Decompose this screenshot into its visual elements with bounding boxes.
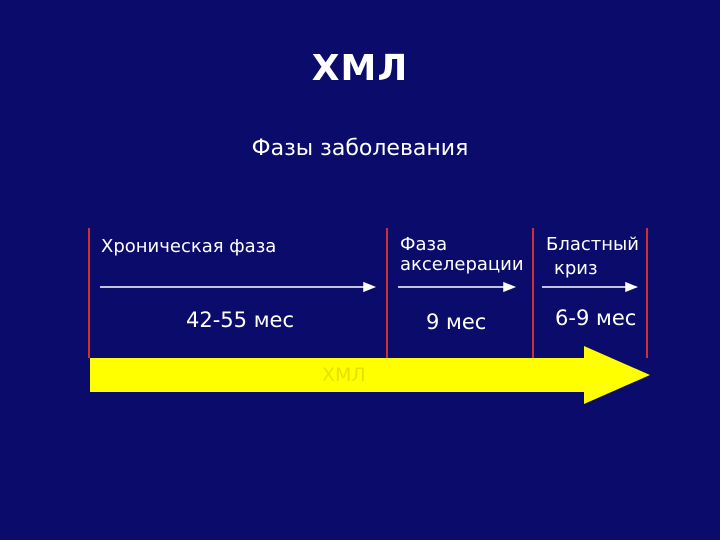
phase-divider-chronic-accel	[386, 228, 388, 358]
phase-divider-end	[646, 228, 648, 358]
phase-acceleration-arrowhead	[503, 281, 517, 293]
phase-blast-arrowhead	[625, 281, 639, 293]
slide-title: ХМЛ	[311, 48, 409, 89]
phase-acceleration-label-line2: акселерации	[400, 254, 524, 275]
phase-chronic-arrowhead	[363, 281, 377, 293]
phase-chronic-label: Хроническая фаза	[101, 236, 277, 257]
phase-divider-start	[88, 228, 90, 358]
disease-main-arrow	[90, 346, 650, 404]
phase-blast-label-line2: криз	[554, 258, 598, 279]
phase-acceleration-label-line1: Фаза	[400, 234, 448, 255]
phase-divider-accel-blast	[532, 228, 534, 358]
disease-main-arrow-label: ХМЛ	[322, 364, 366, 386]
phase-acceleration-duration: 9 мес	[426, 310, 487, 334]
slide-subtitle: Фазы заболевания	[251, 136, 469, 161]
phase-chronic-duration: 42-55 мес	[186, 308, 295, 332]
phase-blast-label-line1: Бластный	[546, 234, 639, 255]
phase-blast-duration: 6-9 мес	[555, 306, 637, 330]
